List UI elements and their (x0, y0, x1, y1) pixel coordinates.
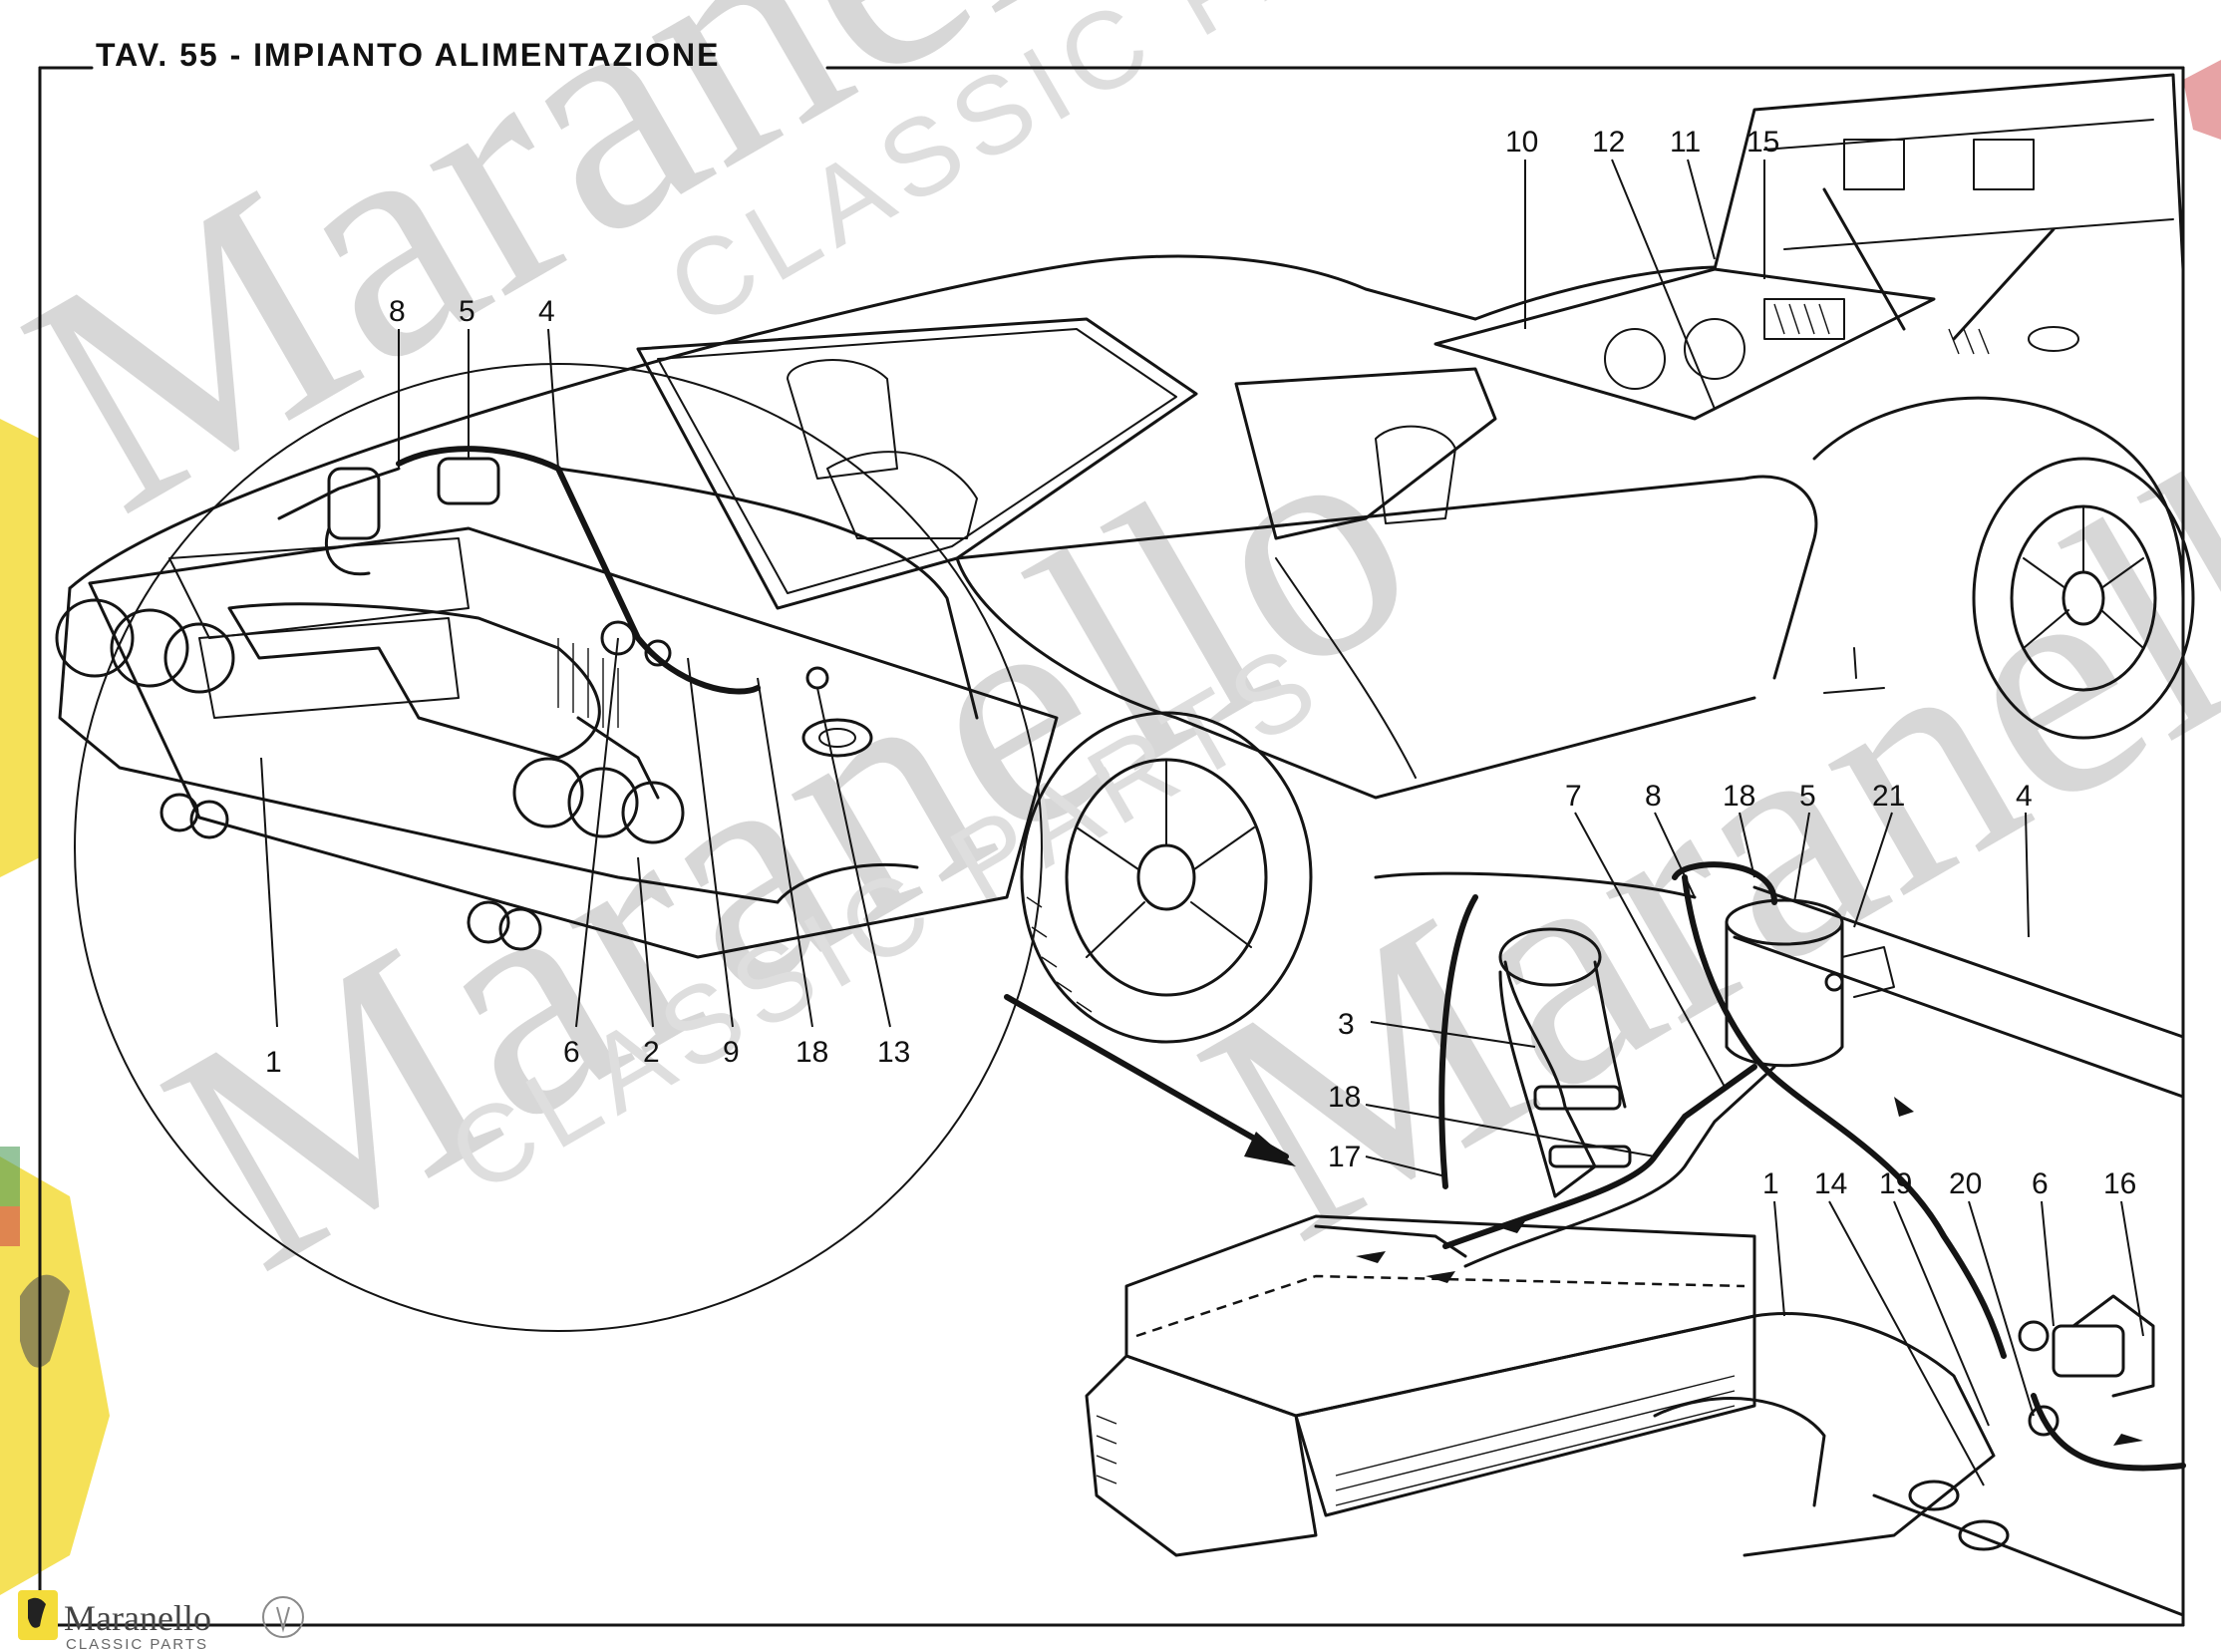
callout-label: 6 (563, 1036, 580, 1069)
callout-label: 4 (538, 295, 555, 328)
callout-label: 4 (2016, 780, 2033, 813)
callout-label: 5 (1799, 780, 1816, 813)
callout-label: 15 (1746, 126, 1779, 159)
callout-label: 21 (1872, 780, 1905, 813)
watermark: Maranello CLASSIC PARTS Maranello CLASSI… (0, 0, 2221, 1338)
callout-label: 19 (1879, 1167, 1912, 1200)
callout-label: 16 (2103, 1167, 2136, 1200)
callout-label: 6 (2032, 1167, 2049, 1200)
callout-label: 8 (1645, 780, 1662, 813)
callout-label: 12 (1592, 126, 1625, 159)
car-illustration (58, 73, 2195, 1044)
callout-label: 20 (1949, 1167, 1982, 1200)
callout-label: 13 (877, 1036, 910, 1069)
crest-icon (262, 1596, 304, 1638)
logo-name: Maranello (64, 1598, 211, 1638)
logo-subtitle: CLASSIC PARTS (66, 1636, 208, 1652)
callout-label: 11 (1670, 126, 1701, 159)
frame: TAV. 55 - IMPIANTO ALIMENTAZIONE (38, 37, 2185, 1627)
callout-label: 1 (1762, 1167, 1779, 1200)
brand-logo: Maranello CLASSIC PARTS (18, 1590, 304, 1652)
diagram-title: TAV. 55 - IMPIANTO ALIMENTAZIONE (96, 37, 720, 73)
callout-label: 7 (1565, 780, 1582, 813)
callout-label: 5 (459, 295, 476, 328)
callouts: 1 6 2 9 18 13 8 5 4 10 12 11 15 7 8 18 5… (265, 126, 2136, 1200)
callout-label: 18 (1723, 780, 1755, 813)
callout-label: 9 (723, 1036, 740, 1069)
callout-label: 14 (1814, 1167, 1847, 1200)
callout-label: 3 (1338, 1008, 1355, 1041)
callout-label: 2 (643, 1036, 660, 1069)
leader-lines (260, 159, 2144, 1487)
callout-label: 18 (1328, 1081, 1361, 1114)
detail-arrow (1004, 994, 1296, 1166)
callout-label: 1 (265, 1046, 282, 1079)
callout-label: 10 (1505, 126, 1538, 159)
callout-label: 17 (1328, 1141, 1361, 1173)
brand-badge (0, 60, 2221, 1595)
callout-label: 8 (389, 295, 406, 328)
callout-label: 18 (795, 1036, 828, 1069)
